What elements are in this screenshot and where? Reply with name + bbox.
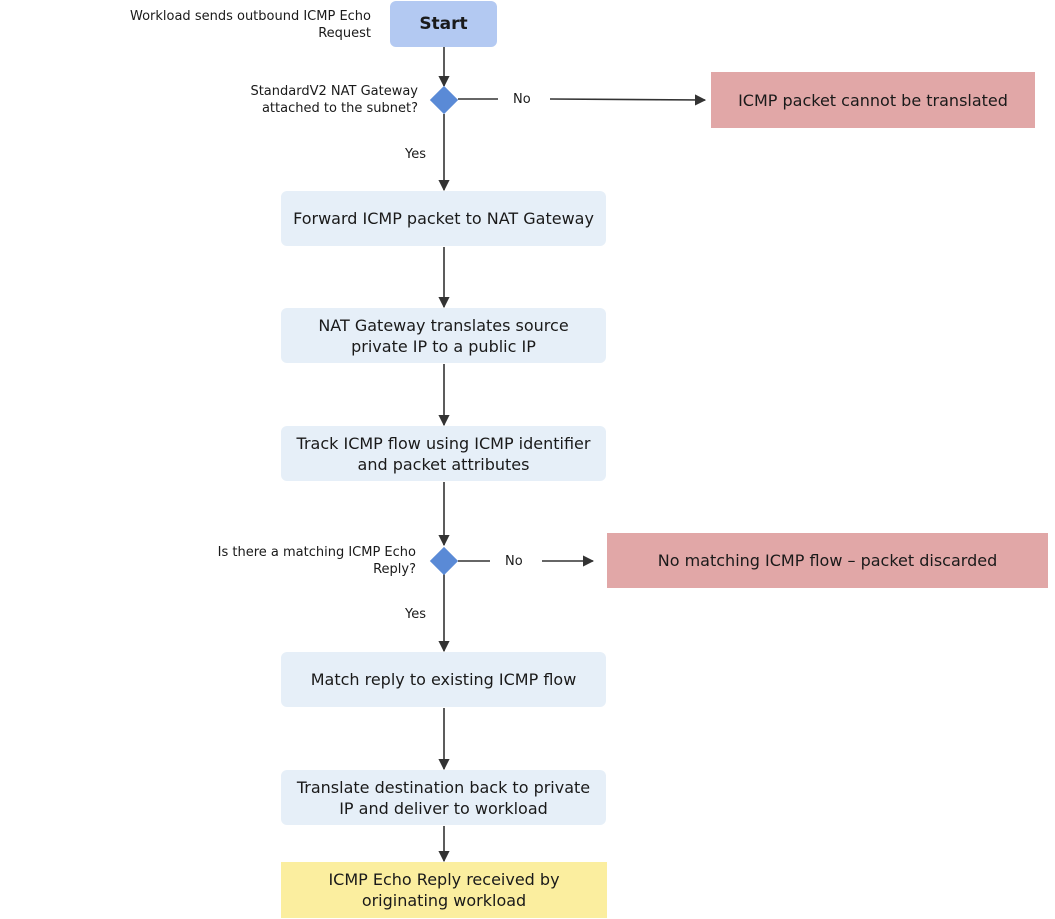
forward-node: Forward ICMP packet to NAT Gateway xyxy=(281,191,606,246)
discarded-node: No matching ICMP flow – packet discarded xyxy=(607,533,1048,588)
connector-decision-nat-no-b xyxy=(549,94,707,106)
decision-reply-no-label: No xyxy=(505,554,523,569)
decision-nat-yes-label: Yes xyxy=(405,147,426,162)
match-reply-node: Match reply to existing ICMP flow xyxy=(281,652,606,707)
track-flow-node: Track ICMP flow using ICMP identifier an… xyxy=(281,426,606,481)
translate-dest-node: Translate destination back to private IP… xyxy=(281,770,606,825)
start-annotation: Workload sends outbound ICMP Echo Reques… xyxy=(129,9,371,41)
start-node: Start xyxy=(390,1,497,47)
decision-reply-yes-label: Yes xyxy=(405,607,426,622)
decision-reply-question: Is there a matching ICMP Echo Reply? xyxy=(217,545,416,577)
received-node: ICMP Echo Reply received by originating … xyxy=(281,862,607,918)
decision-nat-no-label: No xyxy=(513,92,531,107)
cannot-translate-node: ICMP packet cannot be translated xyxy=(711,72,1035,128)
translate-source-node: NAT Gateway translates source private IP… xyxy=(281,308,606,363)
decision-nat-question: StandardV2 NAT Gateway attached to the s… xyxy=(250,84,418,116)
